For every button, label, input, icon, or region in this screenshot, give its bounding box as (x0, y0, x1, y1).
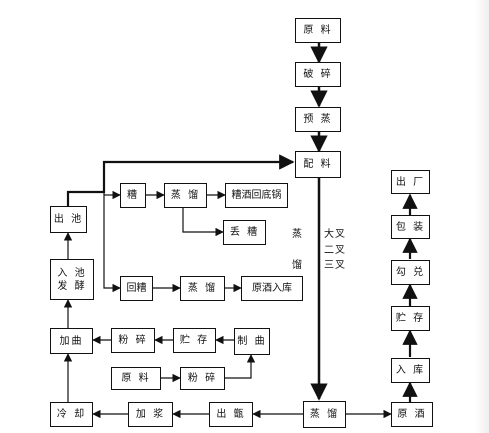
label-sancha: 三叉 (324, 260, 346, 271)
label-ercha: 二叉 (324, 245, 346, 256)
node-yuanjiu: 原 酒 (391, 402, 433, 427)
node-diuzao: 丢 糟 (223, 220, 266, 245)
node-fensui-bottom: 粉 碎 (180, 367, 225, 390)
node-peiliao: 配 料 (295, 151, 341, 178)
node-fensui-mid: 粉 碎 (111, 328, 155, 353)
node-yuanliao-top: 原 料 (295, 18, 341, 43)
node-huizao: 回糟 (120, 276, 153, 301)
node-zhengliu-upper: 蒸 馏 (164, 183, 207, 208)
page-edge-shadow (475, 0, 489, 433)
arrow-zhengliu-diuzao (182, 208, 224, 237)
node-zhucun-mid: 贮 存 (173, 328, 216, 353)
node-lengque: 冷 却 (50, 402, 93, 427)
node-chuzeng: 出 甑 (209, 402, 253, 427)
node-yuzheng: 预 蒸 (295, 107, 341, 132)
node-ruku: 入 库 (391, 358, 430, 383)
node-yuanjiu-ruku: 原酒入库 (241, 276, 303, 301)
node-chufang: 出 厂 (391, 170, 430, 194)
node-baozhuang: 包 装 (391, 215, 430, 239)
node-zhengliu-bottom: 蒸 馏 (303, 401, 346, 428)
node-zhucun-right: 贮 存 (391, 306, 430, 331)
node-goudui: 勾 兑 (391, 260, 430, 285)
node-chuchi: 出 池 (50, 206, 87, 233)
node-zhiqu: 制 曲 (234, 328, 270, 355)
node-zhengliu-mid: 蒸 馏 (180, 276, 225, 301)
arrow-trunk-huizao (103, 192, 121, 293)
arrow-fensui-zhiqu (225, 354, 256, 379)
label-liu: 馏 (292, 260, 303, 271)
node-jiaqu: 加曲 (50, 328, 93, 354)
node-yuanliao-bottom: 原 料 (111, 367, 161, 390)
node-zaojiu-huigou: 糟酒回底锅 (225, 183, 288, 208)
node-zao: 糟 (120, 183, 146, 208)
label-dacha: 大叉 (324, 229, 346, 240)
node-jiajiang: 加 浆 (128, 402, 173, 427)
node-posui-top: 破 碎 (295, 62, 341, 87)
node-ruchi-fajiao: 入 池 发 酵 (50, 259, 94, 300)
label-zheng: 蒸 (292, 229, 303, 240)
